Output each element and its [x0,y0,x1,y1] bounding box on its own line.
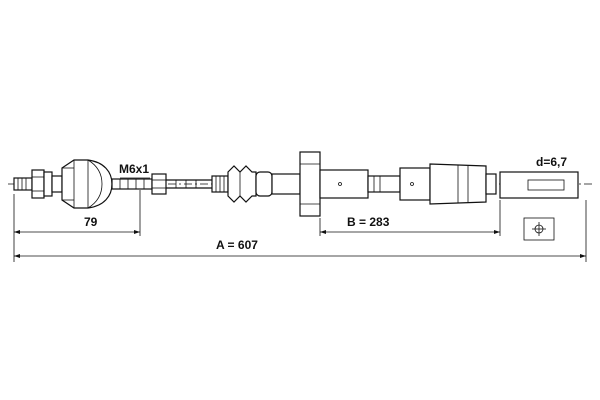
rubber-boot [211,165,273,203]
mounting-flange [299,151,321,217]
dimension-79-label: 79 [84,215,98,229]
inner-cable [166,179,212,189]
outer-sheath [271,151,497,217]
dimension-b-label: B = 283 [347,215,390,229]
diameter-label: d=6,7 [536,155,567,169]
end-fitting [499,171,579,199]
dimension-79 [14,230,140,234]
dimension-a [14,254,586,258]
adjuster-body [51,159,113,209]
thread-label: M6x1 [119,162,149,176]
threaded-rod [111,173,167,195]
end-view-detail [523,217,555,241]
threaded-stud [13,177,33,191]
extension-lines [13,190,587,262]
dimension-b [320,230,500,234]
dimension-a-label: A = 607 [216,238,258,252]
lock-nut [31,169,53,199]
